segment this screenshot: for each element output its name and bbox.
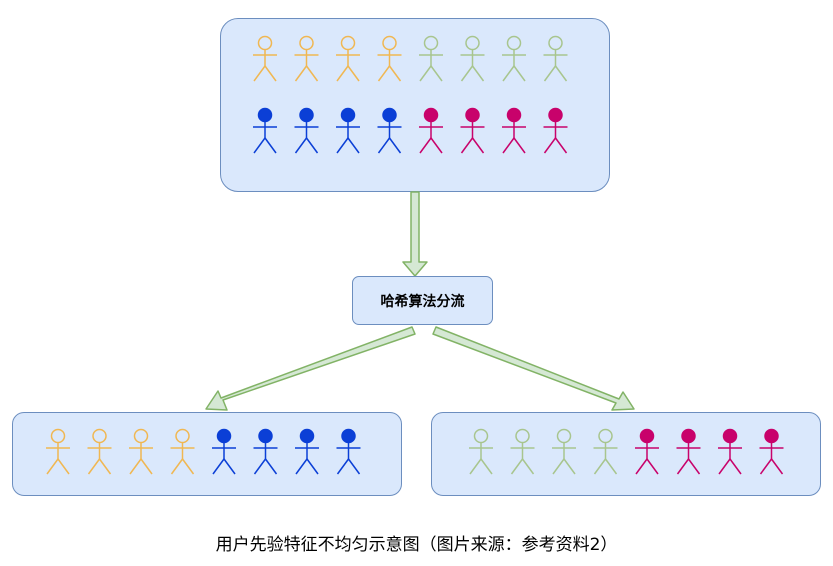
- person-icon: [510, 428, 535, 475]
- user-pool-box: [220, 18, 610, 192]
- person-icon: [460, 107, 485, 154]
- group-b-box: [431, 412, 821, 496]
- person-icon: [460, 35, 485, 82]
- people-layer: [46, 35, 784, 475]
- person-icon: [419, 107, 443, 154]
- person-icon: [87, 428, 112, 475]
- person-icon: [552, 428, 576, 475]
- person-icon: [469, 428, 493, 475]
- person-icon: [502, 107, 526, 154]
- person-icon: [543, 107, 568, 154]
- person-icon: [635, 428, 659, 475]
- person-icon: [46, 428, 70, 475]
- arrow-right-branch: [432, 326, 635, 411]
- person-icon: [502, 35, 526, 82]
- person-icon: [129, 428, 153, 475]
- person-icon: [336, 107, 360, 154]
- person-icon: [419, 35, 443, 82]
- person-icon: [377, 35, 402, 82]
- person-icon: [543, 35, 568, 82]
- person-icon: [676, 428, 701, 475]
- person-icon: [593, 428, 618, 475]
- person-icon: [759, 428, 784, 475]
- person-icon: [377, 107, 402, 154]
- person-icon: [253, 107, 277, 154]
- person-icon: [170, 428, 195, 475]
- arrows: [205, 191, 635, 411]
- person-icon: [336, 35, 360, 82]
- hash-split-label: 哈希算法分流: [380, 293, 465, 310]
- person-icon: [336, 428, 361, 475]
- arrow-left-branch: [205, 326, 416, 411]
- person-icon: [212, 428, 236, 475]
- hash-split-box: 哈希算法分流: [352, 276, 493, 325]
- person-icon: [294, 107, 319, 154]
- person-icon: [295, 428, 319, 475]
- person-icon: [253, 35, 277, 82]
- person-icon: [718, 428, 742, 475]
- figure-caption: 用户先验特征不均匀示意图（图片来源：参考资料2）: [215, 535, 618, 555]
- person-icon: [294, 35, 319, 82]
- arrow-down: [402, 191, 428, 277]
- group-a-box: [12, 412, 402, 496]
- person-icon: [253, 428, 278, 475]
